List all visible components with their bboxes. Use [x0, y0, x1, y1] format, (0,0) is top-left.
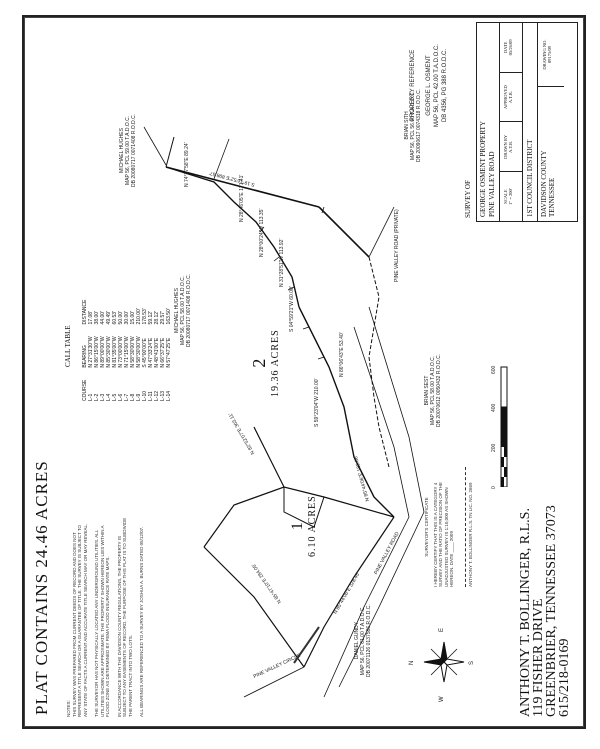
scale-tick-600: 600	[491, 365, 497, 374]
title-block: SURVEY OF GEORGE OSMENT PROPERTY PINE VA…	[464, 22, 579, 222]
title-property: GEORGE OSMENT PROPERTY PINE VALLEY ROAD	[477, 23, 500, 221]
label-curve-c: N 28°00'24"W 113.35'	[259, 208, 265, 257]
lot-1-area: 6.10 ACRES	[307, 495, 318, 557]
lot-2-area: 19.36 ACRES	[270, 329, 281, 397]
label-curve-f: N 86°06'43"E 53.40'	[339, 332, 345, 377]
scale-value: 1" = 200'	[508, 188, 513, 205]
scale-tick-200: 200	[491, 443, 497, 452]
north-boundary-line	[165, 166, 320, 208]
property-reference: PROPERTY REFERENCE GEORGE L. OSMENT MAP …	[409, 44, 449, 127]
lot-2-number: 2	[249, 358, 269, 368]
approved-value: A.T.B.	[508, 91, 513, 104]
scale-tick-0: 0	[491, 486, 497, 489]
lot-1-label: 1 6.10 ACRES	[289, 495, 318, 557]
label-curve-e: S 04°59'21"W 60.00'	[289, 286, 295, 332]
east-boundary-curve	[165, 166, 300, 308]
adjoiner-deed: DB 20080717 0071408 R.O.D.C.	[186, 273, 192, 347]
label-curve-a: N 74°37'58"E 89.24'	[184, 142, 190, 187]
adjoiner-deed: DB 20070612 0050432 R.O.D.C.	[436, 353, 442, 427]
scale-tick-400: 400	[491, 403, 497, 412]
lot1-south-line	[303, 516, 395, 668]
certificate-signature: ANTHONY T. BOLLINGER R.L.S. TN LIC. NO. …	[464, 467, 473, 587]
label-curve-b: N 28°46'05"E 171.41'	[239, 174, 245, 222]
title-district: 1ST COUNCIL DISTRICT	[523, 23, 538, 221]
survey-of: SURVEY OF	[464, 180, 472, 218]
lot-1-number: 1	[289, 522, 306, 531]
label-center-line: S 59°23'04"W 210.00'	[314, 378, 320, 428]
surveyor-phone: 615/218-0169	[557, 638, 572, 717]
sheet-border: PLAT CONTAINS 24.46 ACRES NOTES: THIS SU…	[22, 15, 586, 729]
scale-bar-graphic	[500, 366, 508, 488]
adjoiner-1: MICHAEL HUGHES MAP 56, PCL 59.00 T.A.D.O…	[119, 114, 137, 187]
property-owner: GEORGE L. OSMENT	[426, 55, 432, 116]
title-block-box: GEORGE OSMENT PROPERTY PINE VALLEY ROAD …	[476, 22, 578, 222]
title-state: TENNESSEE	[548, 177, 556, 217]
property-deed: DB 4356, PG 388 R.O.D.C.	[442, 49, 448, 123]
title-county: DAVIDSON COUNTY	[540, 150, 548, 217]
surveyor-block: ANTHONY T. BOLLINGER, R.L.S. 119 FISHER …	[518, 505, 572, 717]
scale-bar: 0 200 400 600	[491, 357, 516, 489]
adjoiner-deed: DB 20071126 0137586 R.O.D.C.	[366, 604, 372, 677]
surveyor-certificate: SURVEYOR'S CERTIFICATE I HEREBY CERTIFY …	[424, 467, 473, 587]
certificate-text: I HEREBY CERTIFY THAT THIS IS A CATEGORY…	[432, 482, 455, 587]
creek-line	[368, 256, 390, 468]
adjoiner-4: BRIAN SEST MAP 56, PCL 58.00 T.A.D.O.C. …	[424, 354, 442, 427]
compass-n: N	[409, 660, 415, 665]
adjoiner-deed: DB 20080717 0071408 R.O.D.C.	[131, 113, 137, 187]
lot1-north-line	[203, 546, 305, 668]
survey-linework	[143, 126, 425, 698]
drawn-value: A.T.B.	[508, 140, 513, 153]
compass-w: W	[439, 696, 445, 702]
road-pine-valley-private: PINE VALLEY ROAD (PRIVATE)	[394, 209, 400, 282]
date-value: 05/26/09	[508, 39, 513, 56]
certificate-heading: SURVEYOR'S CERTIFICATE	[424, 497, 429, 557]
lot-2-label: 2 19.36 ACRES	[249, 329, 281, 397]
compass-e: E	[439, 627, 445, 632]
adjoiner-2: MICHAEL HUGHES MAP 56, PCL 58.00 T.A.D.O…	[174, 274, 192, 347]
drawing-value: 09175/09	[547, 46, 552, 64]
compass-s: S	[469, 660, 475, 665]
label-curve-d: N 31°28'51"W 113.92'	[279, 238, 285, 287]
title-road: PINE VALLEY ROAD	[488, 151, 496, 217]
title-property-name: GEORGE OSMENT PROPERTY	[479, 121, 487, 217]
property-reference-heading: PROPERTY REFERENCE	[410, 49, 416, 122]
north-arrow-icon	[423, 641, 465, 683]
adjoiner-5: DANIEL GUNDY MAP 56, PCL 61.00 T.A.D.O.C…	[354, 604, 372, 677]
property-map: MAP 56, PCL 42.00 T.A.D.O.C.	[434, 44, 440, 127]
